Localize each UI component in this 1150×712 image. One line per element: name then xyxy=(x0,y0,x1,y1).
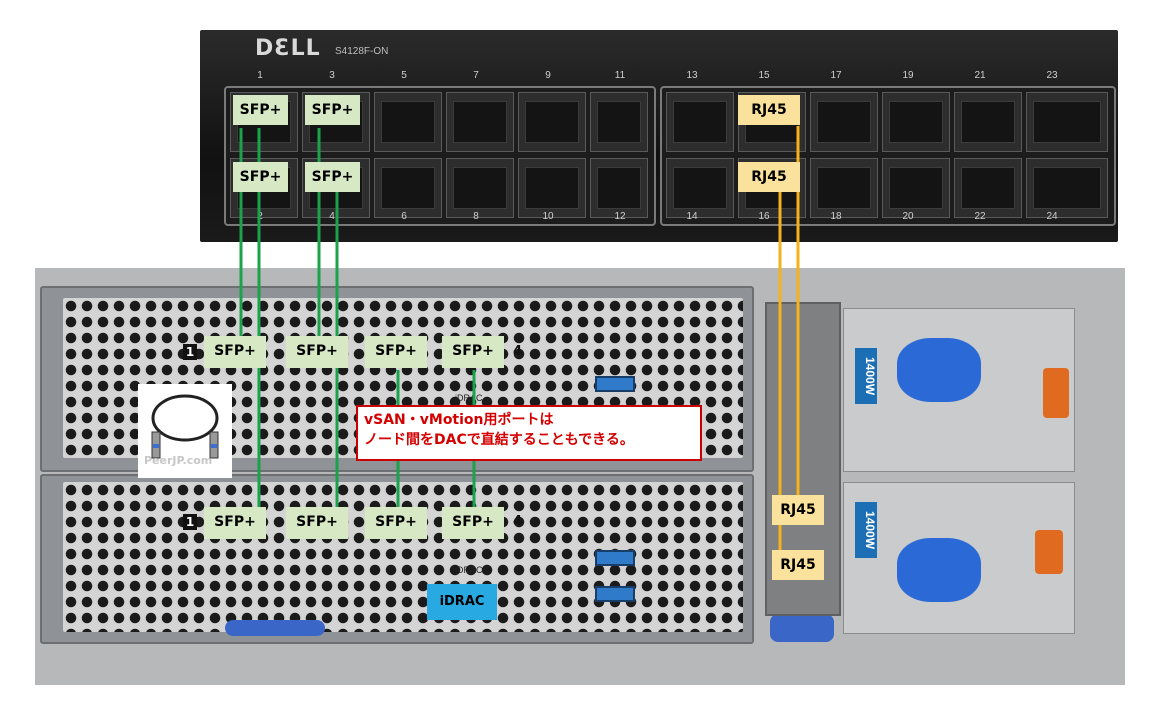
server-rj45-port-tag: RJ45 xyxy=(772,495,824,525)
sfp-port-cage[interactable] xyxy=(954,158,1022,218)
idrac-port-highlight[interactable]: iDRAC xyxy=(427,584,497,620)
port-number: 9 xyxy=(545,70,551,81)
release-handle[interactable] xyxy=(225,620,325,636)
sfp-port-cage[interactable] xyxy=(954,92,1022,152)
dac-cable-icon xyxy=(151,394,219,459)
server-sfp-port-tag: SFP+ xyxy=(442,507,504,539)
sfp-port-cage[interactable] xyxy=(666,92,734,152)
sfp-port-cage[interactable] xyxy=(374,92,442,152)
psu-wattage-label: 1400W xyxy=(855,348,877,404)
server-sfp-port-tag: SFP+ xyxy=(204,507,266,539)
port-number: 13 xyxy=(686,70,698,81)
switch-sfp-port-tag: SFP+ xyxy=(233,162,288,192)
switch-brand-logo: DƐLL xyxy=(255,36,321,61)
port-number: 24 xyxy=(1046,211,1058,222)
server-sfp-port-tag: SFP+ xyxy=(286,507,348,539)
port-number: 5 xyxy=(401,70,407,81)
server-rj45-port-tag: RJ45 xyxy=(772,550,824,580)
sfp-port-cage[interactable] xyxy=(518,92,586,152)
psu-release-tab[interactable] xyxy=(1035,530,1063,574)
usb3-port[interactable] xyxy=(595,550,635,566)
port-number: 4 xyxy=(329,211,335,222)
server-sfp-port-tag: SFP+ xyxy=(286,336,348,368)
callout-line-1: vSAN・vMotion用ポートは xyxy=(364,412,554,428)
sfp-port-cage[interactable] xyxy=(882,92,950,152)
psu-wattage-label: 1400W xyxy=(855,502,877,558)
port-number: 20 xyxy=(902,211,914,222)
psu-release-tab[interactable] xyxy=(1043,368,1069,418)
port-number: 23 xyxy=(1046,70,1058,81)
port-number: 14 xyxy=(686,211,698,222)
sfp-port-cage[interactable] xyxy=(882,158,950,218)
port-number: 22 xyxy=(974,211,986,222)
port-number: 12 xyxy=(614,211,626,222)
dac-cable-image: PeerJP.com xyxy=(138,384,232,478)
port-number: 10 xyxy=(542,211,554,222)
switch-sfp-port-tag: SFP+ xyxy=(305,95,360,125)
switch-sfp-port-tag: SFP+ xyxy=(305,162,360,192)
server-sfp-port-tag: SFP+ xyxy=(365,507,427,539)
port-number: 3 xyxy=(329,70,335,81)
watermark-text: PeerJP.com xyxy=(144,454,213,467)
port-number: 1 xyxy=(257,70,263,81)
slot-number-label: 4 xyxy=(513,514,523,529)
server-sfp-port-tag: SFP+ xyxy=(204,336,266,368)
switch-model-label: S4128F-ON xyxy=(335,46,389,57)
port-number: 17 xyxy=(830,70,842,81)
port-number: 18 xyxy=(830,211,842,222)
usb3-port[interactable] xyxy=(595,586,635,602)
port-number: 15 xyxy=(758,70,770,81)
idrac-port-label: iDRAC xyxy=(455,565,483,575)
port-number: 7 xyxy=(473,70,479,81)
switch-sfp-port-tag: SFP+ xyxy=(233,95,288,125)
usb3-port[interactable] xyxy=(595,376,635,392)
port-number: 6 xyxy=(401,211,407,222)
release-handle[interactable] xyxy=(770,614,834,642)
switch-rj45-port-tag: RJ45 xyxy=(738,95,800,125)
sfp-port-cage[interactable] xyxy=(666,158,734,218)
switch-rj45-port-tag: RJ45 xyxy=(738,162,800,192)
port-number: 19 xyxy=(902,70,914,81)
sfp-port-cage[interactable] xyxy=(446,158,514,218)
slot-number-label: 1 xyxy=(183,344,197,360)
sfp-port-cage[interactable] xyxy=(590,158,648,218)
server-sfp-port-tag: SFP+ xyxy=(442,336,504,368)
idrac-port-label: iDRAC xyxy=(455,393,483,403)
sfp-port-cage[interactable] xyxy=(374,158,442,218)
sfp-port-cage[interactable] xyxy=(446,92,514,152)
dac-callout: vSAN・vMotion用ポートは ノード間をDACで直結することもできる。 xyxy=(356,405,702,461)
callout-line-2: ノード間をDACで直結することもできる。 xyxy=(364,432,634,448)
port-number: 11 xyxy=(614,70,626,81)
sfp-port-cage[interactable] xyxy=(518,158,586,218)
sfp-port-cage[interactable] xyxy=(810,158,878,218)
sfp-port-cage[interactable] xyxy=(590,92,648,152)
port-number: 21 xyxy=(974,70,986,81)
port-number: 8 xyxy=(473,211,479,222)
sfp-port-cage[interactable] xyxy=(1026,92,1108,152)
sfp-port-cage[interactable] xyxy=(1026,158,1108,218)
port-number: 16 xyxy=(758,211,770,222)
velcro-strap xyxy=(897,538,981,602)
slot-number-label: 1 xyxy=(183,514,197,530)
server-sfp-port-tag: SFP+ xyxy=(365,336,427,368)
sfp-port-cage[interactable] xyxy=(810,92,878,152)
slot-number-label: 4 xyxy=(513,344,523,359)
velcro-strap xyxy=(897,338,981,402)
